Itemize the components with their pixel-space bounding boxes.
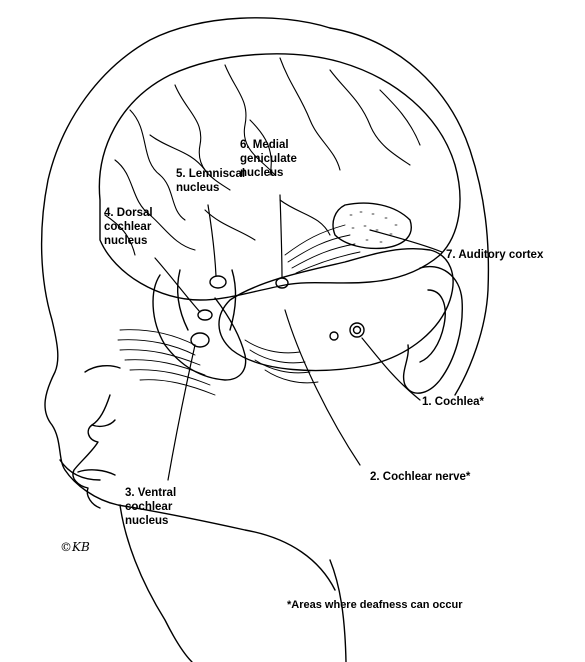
leader-ventral — [168, 345, 195, 480]
ventral-nucleus-shape — [191, 333, 209, 347]
medial-geniculate-shape — [276, 278, 288, 288]
auditory-cortex-region — [333, 203, 411, 248]
leader-lines — [155, 195, 442, 480]
neck-outline — [120, 505, 192, 662]
footnote: *Areas where deafness can occur — [287, 598, 462, 612]
label-ventral-nucleus: 3. Ventral cochlear nucleus — [125, 486, 176, 528]
cochlea-shape — [350, 323, 364, 337]
eyebrow — [85, 366, 120, 372]
label-lemniscal-nucleus: 5. Lemniscal nucleus — [176, 167, 245, 195]
lemniscal-nucleus-shape — [210, 276, 226, 288]
head-outline — [42, 18, 335, 590]
label-dorsal-nucleus: 4. Dorsal cochlear nucleus — [104, 206, 153, 248]
brainstem-column — [178, 270, 188, 330]
ear-canal-shape — [330, 332, 338, 340]
label-cochlear-nerve: 2. Cochlear nerve* — [370, 470, 470, 484]
ear-inner — [420, 290, 445, 362]
leader-medial — [280, 195, 282, 278]
label-medial-geniculate: 6. Medial geniculate nucleus — [240, 138, 297, 180]
leader-cochlear-nerve — [285, 310, 360, 465]
label-cochlea: 1. Cochlea* — [422, 395, 484, 409]
cerebellum-striations — [118, 330, 215, 395]
artist-signature: ©KB — [60, 540, 90, 554]
mouth — [78, 470, 115, 475]
temporal-striations — [245, 340, 318, 383]
auditory-cortex-stipple — [350, 212, 397, 242]
face-profile — [73, 395, 110, 508]
back-of-head-outline — [330, 28, 488, 395]
label-auditory-cortex: 7. Auditory cortex — [446, 248, 543, 262]
auditory-radiation-fibres — [285, 225, 360, 273]
leader-dorsal — [155, 258, 200, 312]
